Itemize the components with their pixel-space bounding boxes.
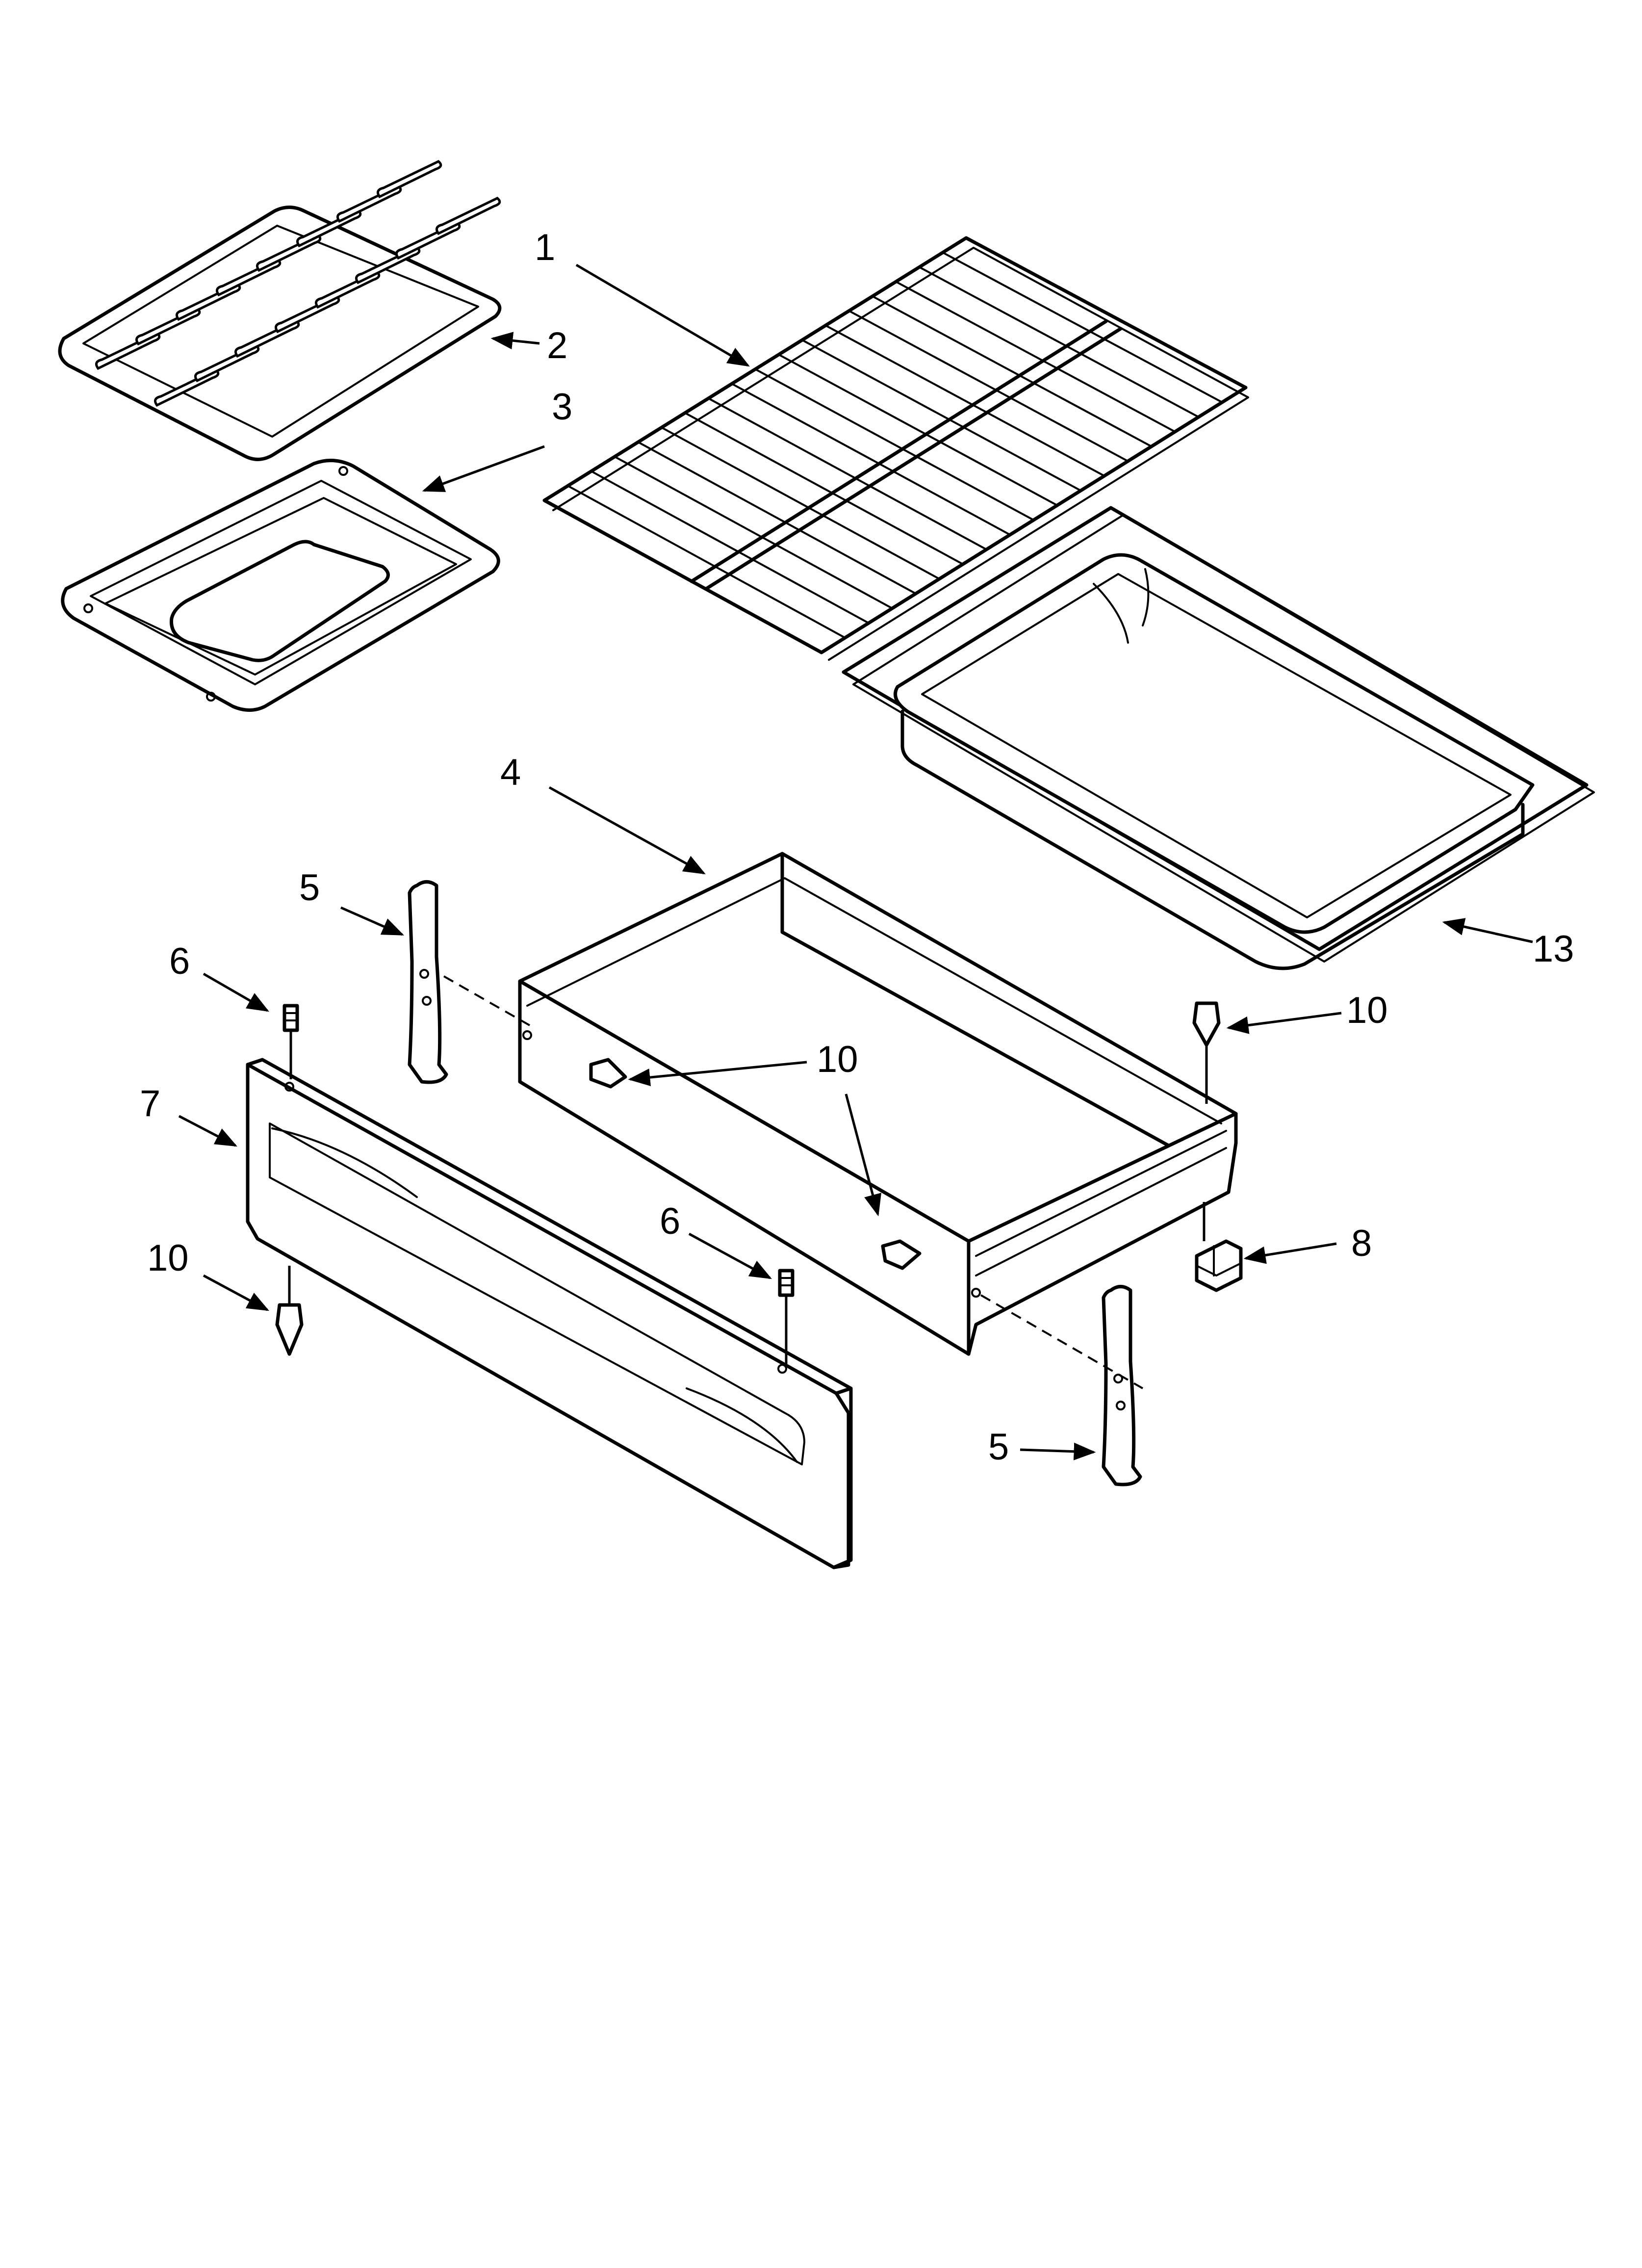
callout-13: 13 xyxy=(1533,928,1574,970)
screw-10-panel xyxy=(275,1266,304,1356)
callout-4: 4 xyxy=(500,752,521,793)
callout-10-drawer: 10 xyxy=(817,1039,858,1080)
broiler-pan-part xyxy=(61,459,500,712)
clip-part xyxy=(1195,1202,1243,1292)
rack-wire xyxy=(707,397,988,550)
rack-wire xyxy=(637,441,917,595)
rack-wire xyxy=(684,412,964,565)
broiler-grid-part xyxy=(58,160,502,461)
drawer-pan-part xyxy=(842,506,1595,970)
rack-wire xyxy=(660,426,941,580)
screw-6-right xyxy=(778,1269,795,1364)
callout-7: 7 xyxy=(140,1083,160,1124)
rack-wire xyxy=(614,455,894,609)
screw-10-drawer-left xyxy=(589,1058,627,1089)
rack-wire xyxy=(848,310,1129,462)
drawer-slide-right-part xyxy=(1102,1285,1142,1486)
drawer-slide-left-part xyxy=(408,880,448,1084)
screw-10-drawer-right xyxy=(1192,1001,1221,1104)
grid-slot xyxy=(376,160,442,199)
grid-slot xyxy=(435,197,501,235)
callout-10-panel: 10 xyxy=(147,1237,189,1279)
rack-wire xyxy=(895,281,1176,433)
rack-wire xyxy=(942,251,1223,403)
callout-3: 3 xyxy=(552,386,572,428)
leader-lines xyxy=(178,263,1533,1460)
rack-wire xyxy=(590,470,870,624)
callout-2: 2 xyxy=(547,325,567,366)
callout-8: 8 xyxy=(1351,1223,1372,1264)
rack-wire xyxy=(777,353,1058,506)
drawer-front-part xyxy=(246,1058,853,1569)
rack-wire xyxy=(824,324,1105,477)
screw-6-left xyxy=(282,1004,299,1079)
callout-10-upper-right: 10 xyxy=(1346,990,1388,1031)
callout-5-left: 5 xyxy=(299,867,320,909)
screw-10-drawer-front xyxy=(881,1239,922,1270)
rack-wire xyxy=(918,266,1200,418)
rack-wire xyxy=(731,383,1011,536)
rack-wire xyxy=(566,485,847,639)
rack-wire xyxy=(801,339,1082,492)
callout-1: 1 xyxy=(535,227,555,268)
callout-5-right: 5 xyxy=(988,1426,1009,1468)
rack-wire xyxy=(754,368,1035,521)
rack-wire xyxy=(871,295,1153,447)
callout-6-left: 6 xyxy=(169,940,190,982)
oven-rack-part xyxy=(542,236,1249,661)
callout-6-right: 6 xyxy=(660,1200,680,1242)
callout-labels: 1 2 3 4 5 5 6 6 7 8 10 10 10 13 xyxy=(140,227,1574,1468)
